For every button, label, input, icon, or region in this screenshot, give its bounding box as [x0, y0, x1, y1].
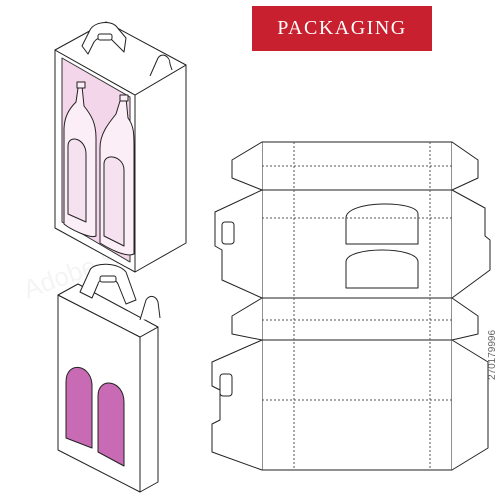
- banner-title: PACKAGING: [277, 17, 407, 39]
- packaging-banner: PACKAGING: [252, 6, 432, 51]
- dieline-window-upper: [345, 203, 419, 245]
- bottle-box-top: [54, 21, 187, 273]
- bottle-box-bottom: [57, 263, 161, 493]
- arch-window-right: [97, 382, 125, 467]
- stock-image-id: 270179996: [487, 329, 498, 380]
- dieline-template: [211, 141, 491, 471]
- dieline-window-lower: [345, 249, 419, 289]
- arch-window-left: [65, 366, 93, 449]
